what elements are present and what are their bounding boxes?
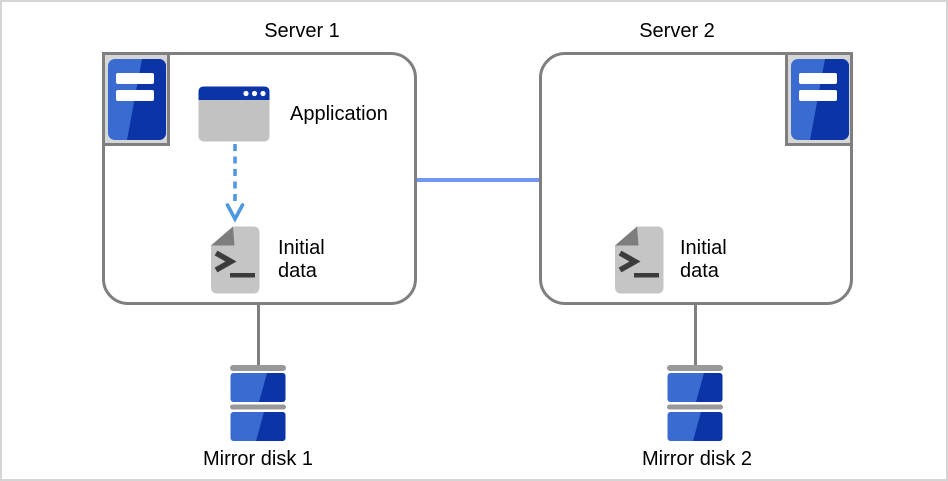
mirror-disk1-icon <box>230 365 286 441</box>
server1-disk-connector-line <box>257 303 260 365</box>
server-interconnect-line <box>416 178 539 182</box>
server2-title: Server 2 <box>639 20 715 42</box>
dashed-down-arrow-icon <box>225 144 245 223</box>
server2-disk-connector-line <box>694 303 697 365</box>
server2-script-file-icon <box>615 226 664 294</box>
server1-title: Server 1 <box>264 20 340 42</box>
server1-script-file-icon <box>211 226 260 294</box>
mirror-disk2-icon <box>667 365 723 441</box>
server1-server-tower-icon <box>102 52 170 146</box>
application-window-icon <box>198 86 270 142</box>
application-label: Application <box>290 103 388 125</box>
server2-server-tower-icon <box>785 52 853 146</box>
mirror-disk2-label: Mirror disk 2 <box>641 448 752 470</box>
server1-initial-data-label: Initial data <box>278 237 325 282</box>
mirror-disk1-label: Mirror disk 1 <box>202 448 313 470</box>
server2-initial-data-label: Initial data <box>680 237 727 282</box>
